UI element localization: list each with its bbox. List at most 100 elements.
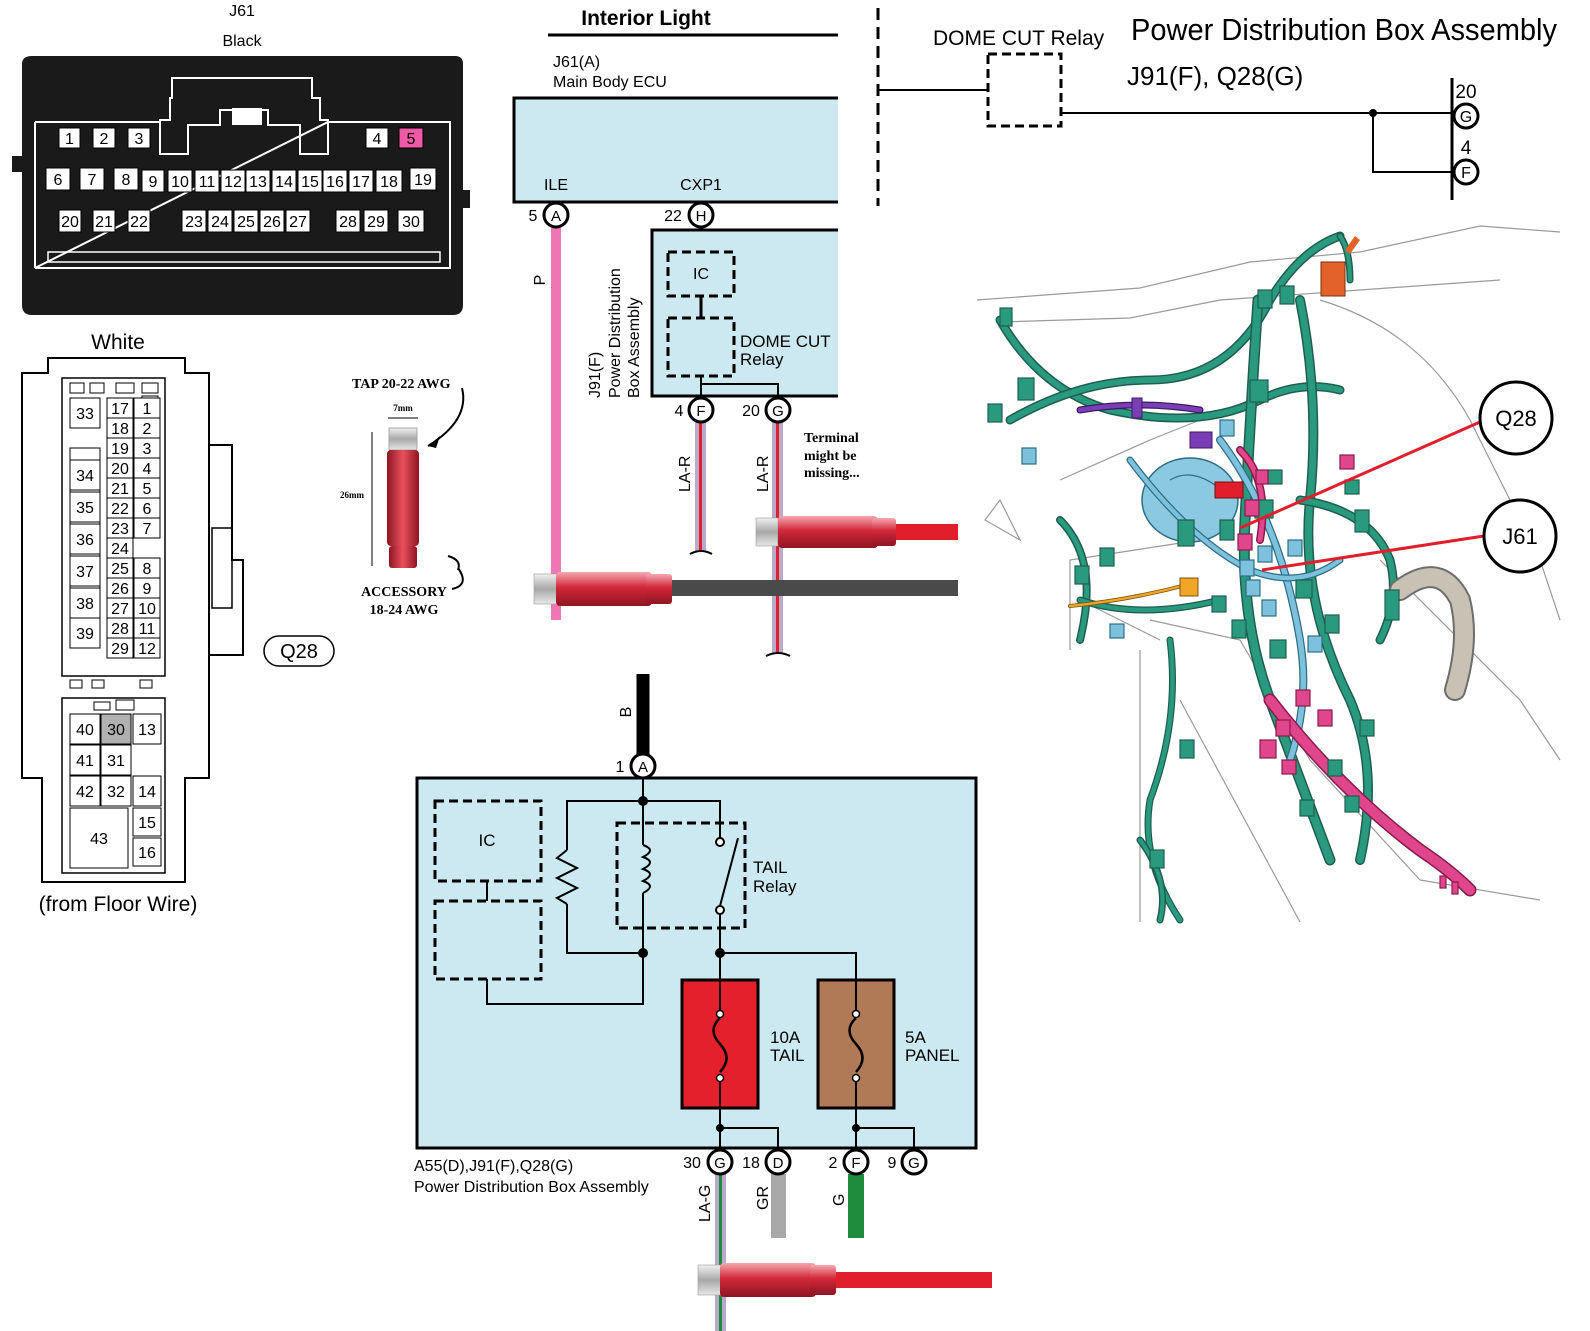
q28-pin-label: 40 (76, 722, 94, 739)
j61-pin-cavity (322, 169, 348, 193)
q28-pin-label: 39 (76, 626, 94, 643)
terminal-note-2: might be (804, 449, 857, 464)
highlighted-relay-block (1214, 481, 1244, 499)
j61-pin-label: 21 (95, 214, 113, 231)
j61-pin-label: 7 (88, 172, 97, 189)
j61-pin-label: 28 (339, 214, 357, 231)
pin-9g-letter: G (908, 1155, 920, 1172)
q28-tag: Q28 (280, 641, 318, 663)
top-pin-g-letter: G (1460, 109, 1472, 126)
dome-cut-relay-top-section: DOME CUT Relay Power Distribution Box As… (876, 8, 1557, 206)
q28-pin-label: 30 (107, 722, 125, 739)
j61-pin-label: 24 (211, 214, 229, 231)
q28-pin-label: 42 (76, 784, 94, 801)
tap-top-arrow (427, 387, 465, 447)
interior-light-section: Interior Light J61(A) Main Body ECU ILE … (512, 7, 958, 657)
q28-pin-cavity (100, 713, 132, 745)
pin-g-marker (764, 396, 792, 424)
q28-pin-label: 36 (76, 532, 94, 549)
j61-pin-cavity (409, 167, 437, 191)
q28-pin-cavity (132, 807, 162, 837)
pin-a-letter: A (551, 208, 561, 225)
q28-pin-label: 12 (138, 641, 156, 658)
tail-relay-label-1: TAIL (753, 858, 788, 877)
q28-pin-cavity (100, 775, 132, 807)
j61-pin-cavity (92, 127, 116, 149)
interior-heading: Interior Light (581, 7, 711, 30)
ile-pin-label: ILE (544, 177, 568, 194)
tap-body (387, 450, 419, 546)
q28-pin-label: 24 (111, 541, 129, 558)
q28-pin-label: 5 (143, 481, 152, 498)
tail-relay-section: B 1 A IC TAIL Relay (414, 674, 992, 1331)
j61-pin-cavity (285, 209, 311, 233)
j61-pin-label: 20 (61, 214, 79, 231)
j61-pin-label: 8 (122, 172, 131, 189)
cxp1-pin-label: CXP1 (680, 177, 722, 194)
j61-pin-cavity (297, 169, 323, 193)
pin-9g-marker (900, 1148, 928, 1176)
j61-pin-label: 30 (402, 214, 420, 231)
main-body-ecu-box (512, 96, 838, 204)
j61-pin-cavity (127, 209, 151, 233)
dash-harness-illustration: Q28 J61 (976, 225, 1561, 924)
tap-top-cap (388, 427, 418, 451)
j61-title: J61 (229, 3, 255, 20)
tail-relay-block (615, 821, 747, 930)
q28-pin-label: 43 (90, 831, 108, 848)
q28-pin-label: 26 (111, 581, 129, 598)
j61-pin-label: 16 (326, 174, 344, 191)
q28-pin-label: 37 (76, 564, 94, 581)
callout-q28-label: Q28 (1495, 406, 1537, 431)
top-connectors: J91(F), Q28(G) (1127, 61, 1303, 91)
wire-color-b: B (618, 707, 635, 718)
tail-ic-label: IC (479, 831, 496, 850)
q28-pin-label: 18 (111, 421, 129, 438)
pdb-j91-box (650, 228, 838, 398)
j61-pin-cavity (233, 209, 259, 233)
wire-color-gr: GR (755, 1186, 772, 1210)
q28-pin-label: 29 (111, 641, 129, 658)
fuse-10a-symbol (712, 1017, 728, 1073)
j61-pin-label: 4 (373, 131, 382, 148)
pin-h-letter: H (696, 208, 707, 225)
q28-pin-cavity (100, 744, 132, 776)
q28-pin-label: 9 (143, 581, 152, 598)
tap-height-dim: 26mm (340, 490, 364, 500)
j61-bottom-rail (47, 251, 441, 263)
pin-1a-letter: A (638, 759, 648, 776)
q28-pin-label: 7 (143, 521, 152, 538)
j61-pin-label: 6 (54, 172, 63, 189)
q28-pin-label: 21 (111, 481, 129, 498)
j61-pin-label: 19 (414, 172, 432, 189)
ecu-connector-label: J61(A) (553, 54, 600, 71)
top-pin-f-marker (1452, 158, 1480, 186)
top-pin-g-marker (1452, 102, 1480, 130)
q28-pin-label: 4 (143, 461, 152, 478)
q28-pin-cavity (69, 523, 101, 555)
pin-22-number: 22 (664, 208, 682, 225)
q28-pin-label: 23 (111, 521, 129, 538)
fuse-5a-symbol (848, 1017, 864, 1073)
j61-pin-cavity (113, 167, 139, 191)
pin-5-number: 5 (529, 208, 538, 225)
pin-30g-marker (706, 1148, 734, 1176)
pdb-side-label-3: Box Assembly (626, 298, 643, 398)
j61-pin-label: 11 (199, 174, 216, 191)
wire-gr (771, 1174, 786, 1238)
q28-pin-label: 38 (76, 596, 94, 613)
q28-color-label: White (91, 331, 145, 354)
pin-18d-letter: D (773, 1155, 784, 1172)
tap-top-label: TAP 20-22 AWG (352, 377, 451, 392)
j61-pin-cavity (92, 209, 116, 233)
q28-pin-label: 15 (138, 815, 156, 832)
q28-note: (from Floor Wire) (39, 893, 198, 916)
j61-pin-label: 13 (249, 174, 267, 191)
q28-pin-label: 6 (143, 501, 152, 518)
q28-pin-label: 25 (111, 561, 129, 578)
